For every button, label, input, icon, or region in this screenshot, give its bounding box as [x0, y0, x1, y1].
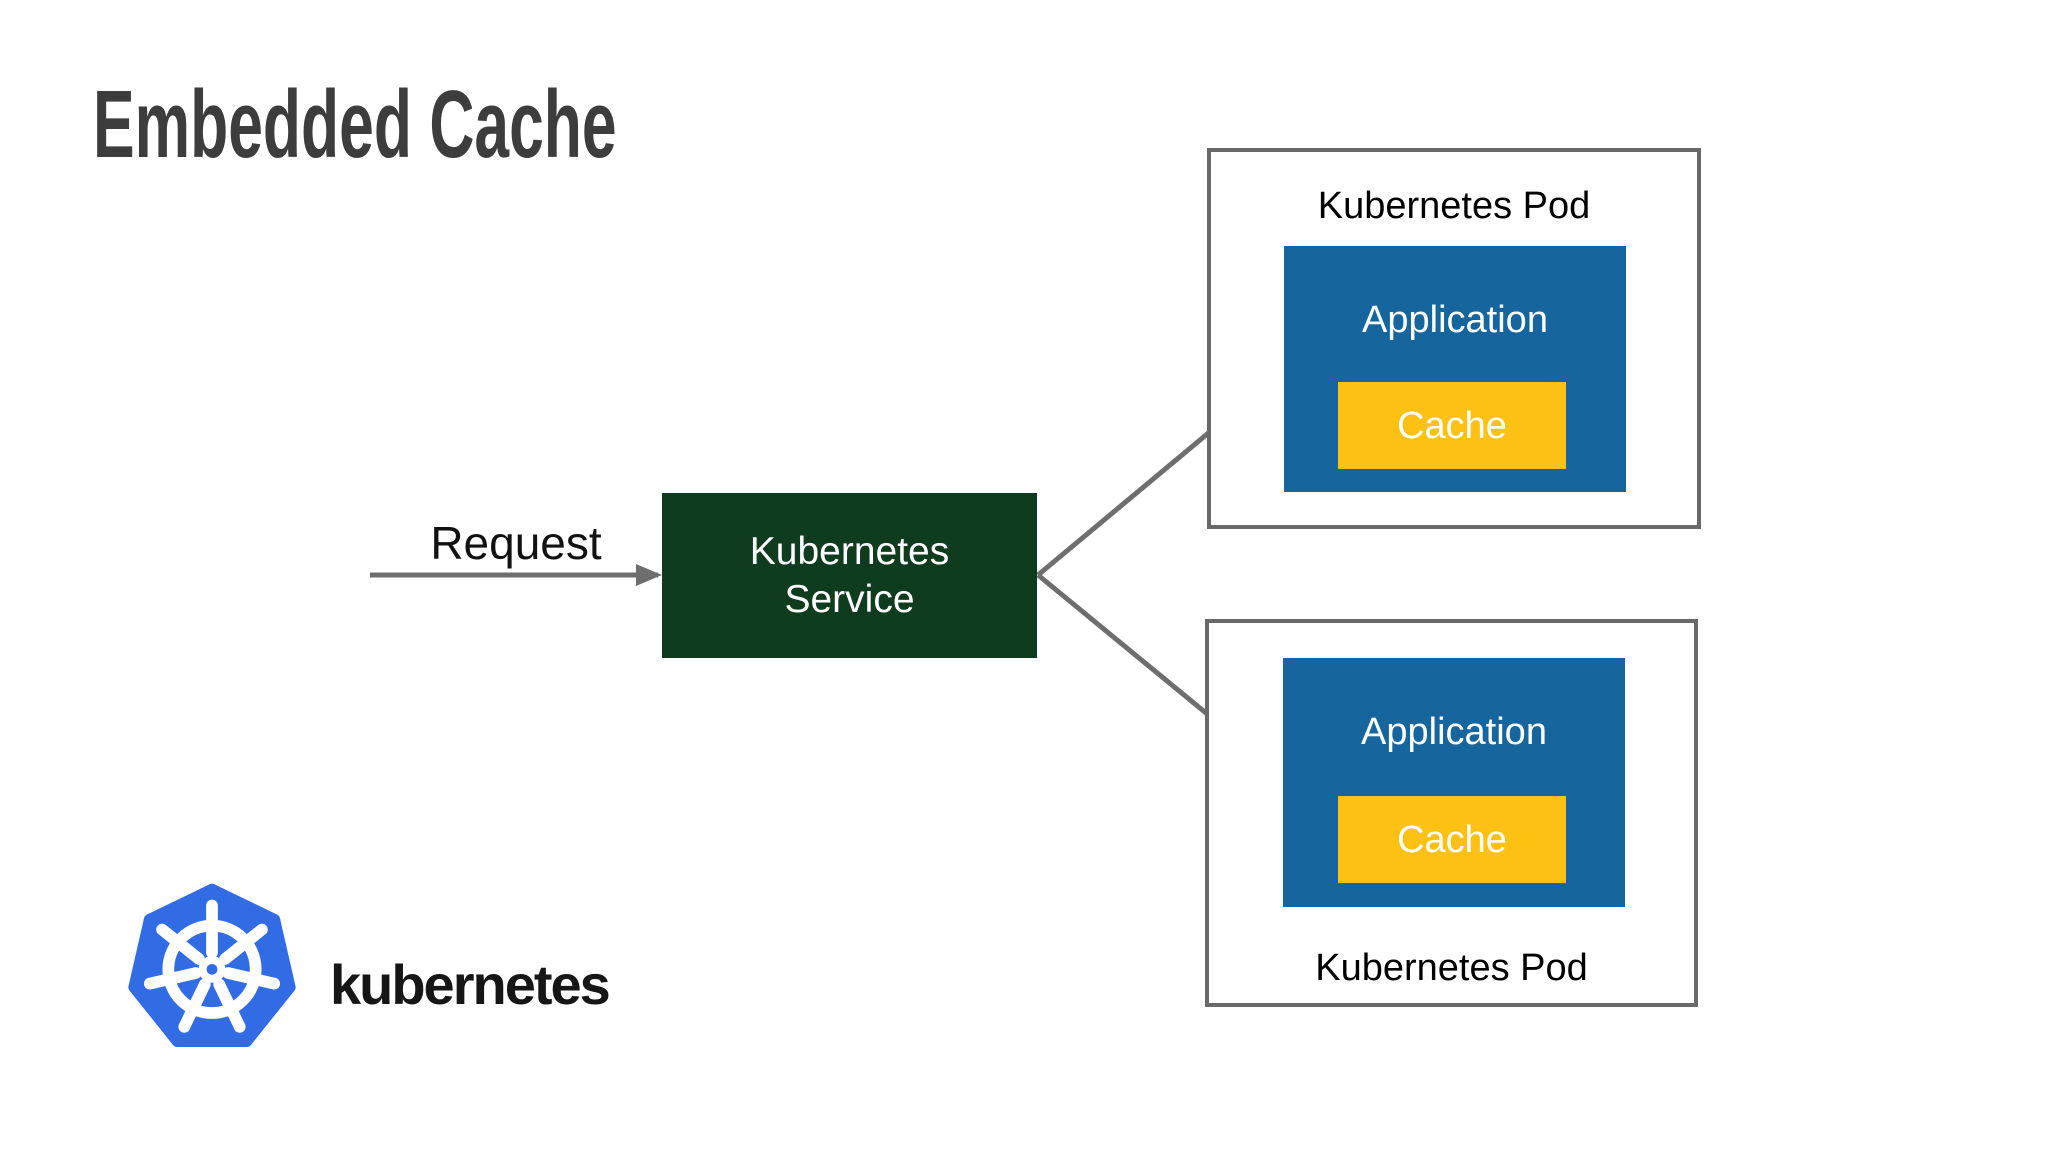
- page-title: Embedded Cache: [93, 71, 617, 178]
- service-label-line1: Kubernetes: [749, 529, 950, 573]
- application-box: Application Cache: [1284, 246, 1626, 492]
- kubernetes-pod-bottom: Application Cache Kubernetes Pod: [1205, 619, 1698, 1007]
- application-label: Application: [1362, 299, 1548, 341]
- pod-label: Kubernetes Pod: [1317, 185, 1591, 227]
- helm-wheel: [143, 899, 281, 1033]
- cache-label: Cache: [1397, 404, 1507, 447]
- request-label: Request: [430, 517, 602, 569]
- cache-label: Cache: [1397, 818, 1507, 861]
- kubernetes-pod-top: Kubernetes Pod Application Cache: [1207, 148, 1701, 529]
- application-box: Application Cache: [1283, 658, 1625, 907]
- kubernetes-helm-icon: [128, 883, 296, 1047]
- helm-hub-hole: [206, 963, 218, 975]
- kubernetes-wordmark: kubernetes: [330, 953, 611, 1016]
- kubernetes-service-box: Kubernetes Service: [662, 493, 1037, 658]
- cache-box: Cache: [1338, 796, 1566, 883]
- cache-box: Cache: [1338, 382, 1566, 469]
- service-label-line2: Service: [784, 577, 915, 621]
- application-label: Application: [1361, 711, 1547, 753]
- pod-label: Kubernetes Pod: [1315, 947, 1588, 989]
